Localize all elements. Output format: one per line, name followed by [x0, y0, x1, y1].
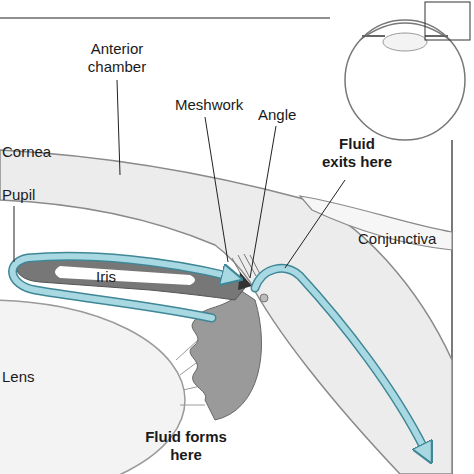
part-label: Fluid exits here [320, 135, 394, 171]
part-label: Fluid forms here [140, 428, 232, 464]
part-label: Angle [258, 106, 296, 124]
flow-arrow [13, 256, 228, 318]
part-label: Meshwork [175, 96, 243, 114]
meshwork-fibers [232, 254, 260, 280]
ciliary-body [190, 290, 261, 420]
inset-zoom-box [425, 2, 470, 40]
inset-background [330, 0, 474, 140]
flow-arrow [255, 268, 425, 450]
flow-arrow-outline [255, 268, 425, 450]
part-label: Conjunctiva [358, 230, 436, 248]
inset-iris [362, 35, 448, 37]
leader-lines [14, 80, 345, 278]
part-label: Cornea [2, 143, 51, 161]
part-label: Pupil [2, 186, 35, 204]
part-label: Iris [96, 268, 116, 286]
cornea-sclera-wall [0, 150, 452, 474]
lens-shape [0, 300, 185, 474]
schlemm-canal [260, 294, 268, 302]
conjunctiva-layer [300, 196, 452, 250]
angle-recess [238, 272, 252, 290]
flow-arrow-outline [13, 256, 228, 318]
inset-eye [345, 20, 465, 140]
part-label: Lens [2, 368, 35, 386]
part-label: Anterior chamber [82, 40, 152, 76]
inset-lens [383, 33, 427, 51]
